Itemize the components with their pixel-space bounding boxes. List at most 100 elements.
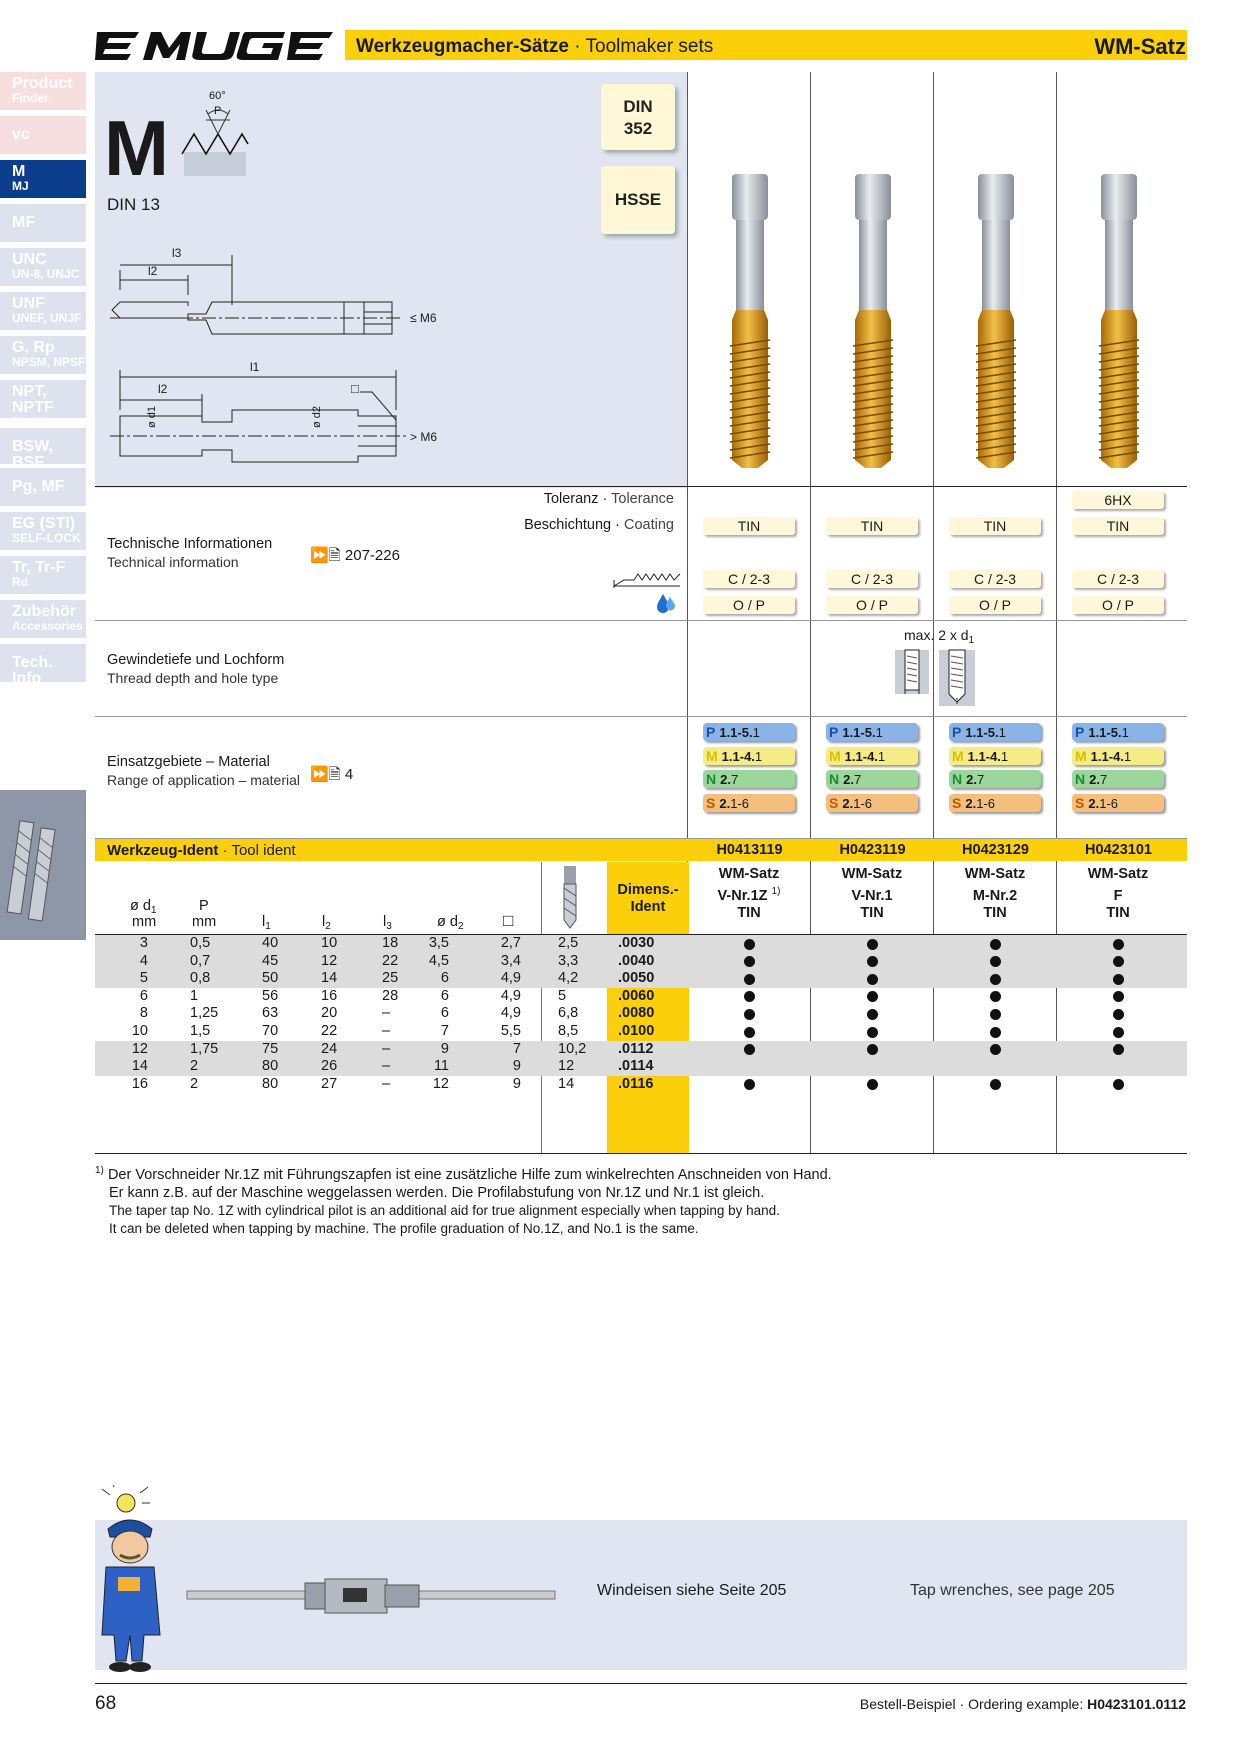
table-cell-l3: 22 xyxy=(382,952,399,969)
hdr-l1: l1 xyxy=(262,914,271,932)
dimens-ident[interactable]: .0040 xyxy=(618,952,655,969)
sidebar-tab[interactable]: EG (STI)SELF-LOCK xyxy=(0,512,86,550)
availability-dot xyxy=(1113,1026,1124,1038)
size-small: ≤ M6 xyxy=(410,311,437,325)
set-name: WM-Satz xyxy=(718,866,780,882)
table-cell-l2: 10 xyxy=(321,935,338,951)
thread-profile-icon xyxy=(180,88,250,180)
availability-dot xyxy=(1113,973,1124,985)
availability-dot xyxy=(990,1008,1001,1020)
table-cell-l1: 45 xyxy=(262,952,279,969)
sidebar-tab-label: G, Rp xyxy=(12,339,55,356)
hdr-l2: l2 xyxy=(322,914,331,932)
tap-wrench-icon xyxy=(185,1575,557,1617)
table-cell-l3: 25 xyxy=(382,970,399,987)
table-cell-p: 2 xyxy=(190,1058,199,1075)
tool-ident-bar xyxy=(95,839,1187,861)
table-cell-d2: 4,5 xyxy=(428,952,449,969)
sidebar-tab-label: UNF xyxy=(12,295,45,312)
table-cell-d1: 6 xyxy=(139,987,148,1004)
mascot-icon xyxy=(96,1480,174,1675)
material-letter: S xyxy=(706,794,716,811)
table-cell-l1: 63 xyxy=(262,1005,279,1022)
material-range: 2. xyxy=(1089,772,1100,787)
application-page-ref[interactable]: ⏩🗎 4 xyxy=(310,766,354,783)
hole-type-icon xyxy=(893,648,979,713)
coolant-pill: O / P xyxy=(826,596,918,614)
sidebar-tab-sub: NPSM, NPSF xyxy=(12,355,86,369)
sidebar-tab-sub: Accessories xyxy=(12,619,83,633)
tool-ident-code[interactable]: H0413119 xyxy=(716,842,783,858)
material-letter: P xyxy=(952,724,962,740)
dimens-ident[interactable]: .0050 xyxy=(618,970,655,987)
table-cell-d2: 6 xyxy=(440,1005,449,1022)
material-range: 2. xyxy=(720,772,731,787)
table-cell-drill: 12 xyxy=(558,1058,575,1075)
material-range: 1.1-5. xyxy=(965,725,999,740)
dim-l3-a: l3 xyxy=(172,246,182,260)
tool-ident-code[interactable]: H0423119 xyxy=(839,842,906,858)
sidebar-tab-label: NPT, NPTF xyxy=(12,383,54,416)
tool-image xyxy=(1087,170,1151,480)
material-range-tail: 1 xyxy=(877,748,886,764)
table-cell-sq: 3,4 xyxy=(500,952,521,969)
table-cell-d1: 4 xyxy=(139,952,148,969)
hdr-mm2: mm xyxy=(192,914,217,930)
table-cell-sq: 5,5 xyxy=(500,1023,521,1039)
sidebar-tab[interactable]: Pg, MF xyxy=(0,468,86,506)
dimens-ident[interactable]: .0114 xyxy=(618,1058,654,1075)
dimens-ident[interactable]: .0030 xyxy=(618,935,655,951)
dimens-ident[interactable]: .0060 xyxy=(618,987,655,1004)
table-cell-l2: 27 xyxy=(321,1075,338,1092)
table-cell-p: 0,7 xyxy=(190,952,211,969)
tool-ident-code[interactable]: H0423101 xyxy=(1085,842,1152,858)
chamfer-pill: C / 2-3 xyxy=(703,570,795,588)
dimens-ident[interactable]: .0116 xyxy=(618,1075,654,1092)
sidebar-tab[interactable]: BSW, BSF xyxy=(0,428,86,471)
material-letter: N xyxy=(952,771,963,787)
table-cell-l1: 80 xyxy=(262,1075,279,1092)
sidebar-tab[interactable]: Tech. Info xyxy=(0,644,86,687)
table-cell-l2: 14 xyxy=(321,970,338,987)
sidebar-tab[interactable]: MF xyxy=(0,204,86,242)
material-range: 1.1-4. xyxy=(1090,748,1124,764)
coating-pill: TIN xyxy=(1072,517,1164,535)
tool-ident-label: Werkzeug-Ident · Tool ident xyxy=(107,842,296,859)
tool-ident-code[interactable]: H0423129 xyxy=(962,842,1029,858)
dimens-ident[interactable]: .0100 xyxy=(618,1023,655,1039)
sidebar-tab-sub: Finder xyxy=(12,91,49,105)
dimens-ident[interactable]: .0080 xyxy=(618,1005,655,1022)
material-range: 2. xyxy=(966,772,977,787)
dimens-ident[interactable]: .0112 xyxy=(618,1040,654,1057)
coating-pill: TIN xyxy=(826,517,918,535)
set-coating: TIN xyxy=(983,905,1007,921)
dim-l2-b: l2 xyxy=(158,382,168,396)
availability-dot xyxy=(1113,1008,1124,1020)
availability-dot xyxy=(1113,956,1124,968)
table-cell-drill: 8,5 xyxy=(558,1023,579,1039)
tolerance-pill: 6HX xyxy=(1072,491,1164,509)
material-letter: N xyxy=(1075,771,1086,787)
material-letter: S xyxy=(1075,794,1085,811)
sidebar-tab-label: M xyxy=(12,163,26,180)
tool-drawing-small xyxy=(110,240,410,340)
sidebar-tab[interactable]: vc xyxy=(0,116,86,154)
tool-drawing-large xyxy=(110,370,410,470)
hdr-mm1: mm xyxy=(132,914,157,930)
table-cell-drill: 2,5 xyxy=(558,935,579,951)
tech-info-page-ref[interactable]: ⏩🗎 207-226 xyxy=(310,547,400,564)
table-cell-d1: 16 xyxy=(131,1075,148,1092)
